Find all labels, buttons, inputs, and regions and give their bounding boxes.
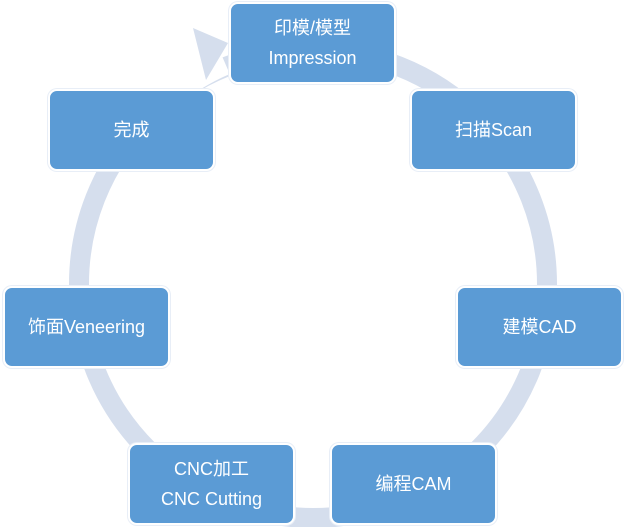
step-cam: 编程CAM [330, 443, 497, 525]
step-impression-label-2: Impression [268, 48, 357, 68]
step-impression: 印模/模型 Impression [229, 2, 396, 84]
step-cad: 建模CAD [456, 286, 623, 368]
step-veneering: 饰面Veneering [3, 286, 170, 368]
step-cnc-label-2: CNC Cutting [160, 489, 263, 509]
cycle-arrowhead [193, 28, 228, 80]
step-done: 完成 [48, 89, 215, 171]
step-cad-label: 建模CAD [502, 316, 577, 337]
step-cam-label: 编程CAM [375, 473, 452, 494]
step-cnc-cutting: CNC加工 CNC Cutting [128, 443, 295, 525]
step-done-label: 完成 [113, 119, 150, 140]
step-scan-label: 扫描Scan [454, 119, 533, 140]
step-impression-label-1: 印模/模型 [273, 17, 351, 38]
step-cnc-label-1: CNC加工 [174, 458, 249, 479]
step-scan: 扫描Scan [410, 89, 577, 171]
step-veneering-label: 饰面Veneering [27, 316, 146, 337]
